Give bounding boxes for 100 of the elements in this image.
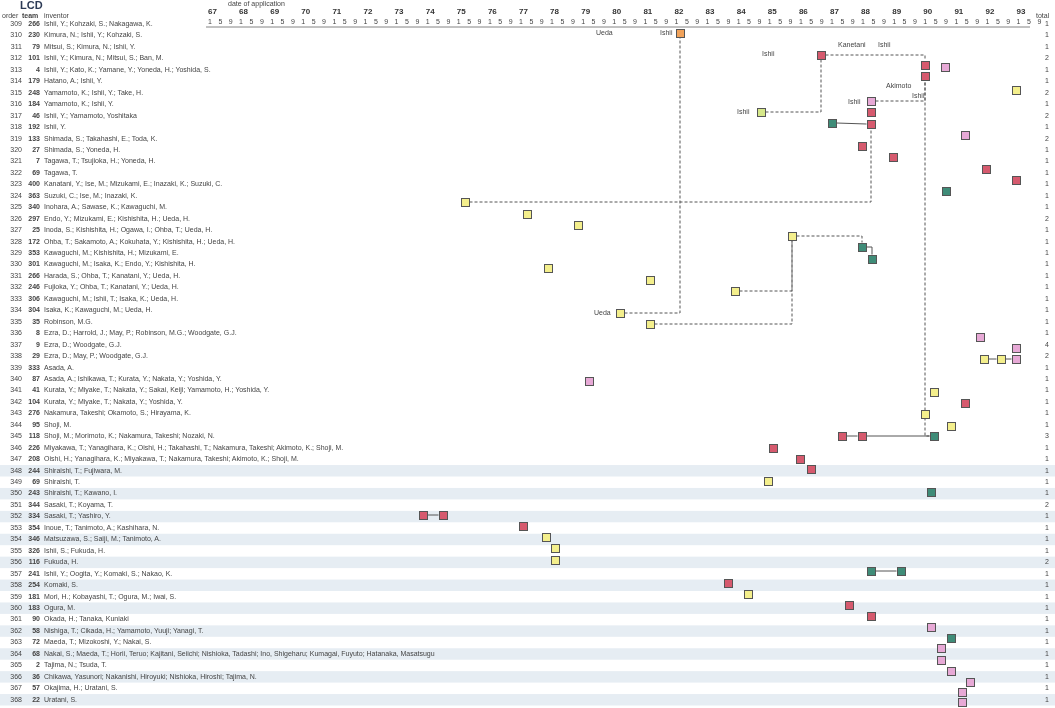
- year-label: 92: [985, 8, 995, 16]
- year-label: 71: [332, 8, 342, 16]
- patent-square: [522, 209, 532, 219]
- patent-square: [965, 677, 975, 687]
- patent-square: [723, 578, 733, 588]
- patent-square: [957, 687, 967, 697]
- patent-square: [866, 119, 876, 129]
- year-label: 85: [767, 8, 777, 16]
- dashed-connector: [924, 80, 930, 437]
- year-label: 74: [425, 8, 435, 16]
- patent-square: [645, 275, 655, 285]
- year-label: 87: [830, 8, 839, 16]
- patent-square: [979, 354, 989, 364]
- connector-line: [1005, 358, 1012, 360]
- patent-square: [946, 421, 956, 431]
- patent-square: [573, 220, 583, 230]
- patent-square: [857, 242, 867, 252]
- connector-line: [875, 570, 897, 572]
- patent-square: [866, 611, 876, 621]
- patent-square: [816, 50, 826, 60]
- patent-square: [866, 107, 876, 117]
- patent-square: [827, 118, 837, 128]
- dashed-connector: [739, 240, 793, 292]
- patent-square: [550, 543, 560, 553]
- patent-square: [768, 443, 778, 453]
- patent-square: [929, 387, 939, 397]
- patent-square: [438, 510, 448, 520]
- patent-square: [518, 521, 528, 531]
- year-label: 68: [239, 8, 248, 16]
- patent-square: [743, 589, 753, 599]
- year-label: 80: [612, 8, 622, 16]
- patent-square: [1011, 175, 1021, 185]
- patent-square: [996, 354, 1006, 364]
- patent-square: [418, 510, 428, 520]
- year-label: 70: [301, 8, 311, 16]
- year-label: 67: [208, 8, 217, 16]
- patent-square: [763, 476, 773, 486]
- patent-square: [920, 409, 930, 419]
- year-label: 90: [923, 8, 933, 16]
- patent-square: [787, 231, 797, 241]
- patent-square: [975, 332, 985, 342]
- year-label: 75: [456, 8, 466, 16]
- patent-square: [960, 130, 970, 140]
- year-label: 91: [954, 8, 964, 16]
- year-label: 93: [1016, 8, 1026, 16]
- patent-square: [866, 566, 876, 576]
- patent-square: [857, 141, 867, 151]
- patent-square: [541, 532, 551, 542]
- patent-square: [675, 28, 685, 38]
- patent-square: [806, 464, 816, 474]
- patent-square: [645, 319, 655, 329]
- patent-square: [940, 62, 950, 72]
- patent-square: [615, 308, 625, 318]
- patent-square: [946, 666, 956, 676]
- connector-line: [866, 246, 873, 255]
- patent-square: [981, 164, 991, 174]
- patent-square: [730, 286, 740, 296]
- connector-line: [988, 358, 997, 360]
- year-label: 77: [519, 8, 528, 16]
- patent-square: [1011, 85, 1021, 95]
- patent-square: [920, 60, 930, 70]
- patent-square: [837, 431, 847, 441]
- patent-square: [920, 71, 930, 81]
- patent-square: [460, 197, 470, 207]
- year-label: 89: [892, 8, 902, 16]
- patent-square: [926, 487, 936, 497]
- patent-square: [888, 152, 898, 162]
- dashed-connector: [624, 37, 681, 314]
- patent-square: [867, 254, 877, 264]
- diagram-title: LCD: [20, 0, 43, 12]
- patent-square: [896, 566, 906, 576]
- patent-square: [756, 107, 766, 117]
- year-label: 88: [861, 8, 870, 16]
- patent-square: [929, 431, 939, 441]
- patent-square: [936, 643, 946, 653]
- year-label: 79: [581, 8, 591, 16]
- year-label: 78: [550, 8, 559, 16]
- patent-square: [926, 622, 936, 632]
- dashed-connector: [796, 235, 863, 243]
- connector-line: [427, 514, 439, 516]
- patent-square: [941, 186, 951, 196]
- year-label: 69: [270, 8, 280, 16]
- patent-square: [857, 431, 867, 441]
- patent-square: [936, 655, 946, 665]
- patent-square: [960, 398, 970, 408]
- year-label: 86: [798, 8, 808, 16]
- patent-square: [957, 697, 967, 707]
- dashed-connector: [765, 59, 822, 113]
- patent-square: [946, 633, 956, 643]
- year-label: 82: [674, 8, 684, 16]
- patent-square: [584, 376, 594, 386]
- patent-square: [543, 263, 553, 273]
- year-label: 84: [736, 8, 746, 16]
- year-label: 73: [394, 8, 404, 16]
- dashed-connector: [469, 128, 872, 203]
- patent-square: [844, 600, 854, 610]
- year-label: 72: [363, 8, 373, 16]
- connector-line: [866, 435, 930, 437]
- patent-square: [1011, 343, 1021, 353]
- year-label: 83: [705, 8, 715, 16]
